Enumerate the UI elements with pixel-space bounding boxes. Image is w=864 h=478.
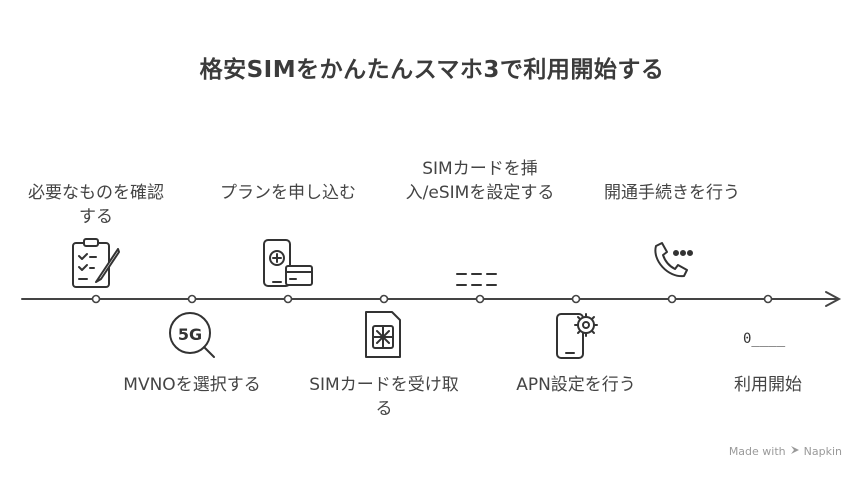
sim-card-icon <box>365 311 401 358</box>
page-title: 格安SIMをかんたんスマホ3で利用開始する <box>199 57 665 83</box>
clipboard-checklist-icon <box>72 238 120 288</box>
phone-settings-icon <box>556 313 598 359</box>
step-label-8: 利用開始 <box>734 375 802 395</box>
timeline-node-3 <box>283 294 293 304</box>
phone-card-icon <box>263 239 313 287</box>
step-label-6: APN設定を行う <box>516 375 636 395</box>
svg-text:0____: 0____ <box>743 331 786 347</box>
svg-text:5G: 5G <box>178 325 202 344</box>
step-label-3: プランを申し込む <box>220 183 356 203</box>
timeline-node-7 <box>667 294 677 304</box>
phone-call-icon <box>654 242 693 278</box>
napkin-brand: Napkin <box>803 445 842 458</box>
placeholder-text-icon: 0____ <box>743 331 786 347</box>
timeline-node-4 <box>379 294 389 304</box>
5g-search-icon: 5G <box>169 312 215 358</box>
step-label-4: SIMカードを受け取る <box>309 375 459 419</box>
timeline-node-6 <box>571 294 581 304</box>
step-label-2: MVNOを選択する <box>123 375 261 395</box>
napkin-logo-icon <box>790 445 800 458</box>
step-label-5: SIMカードを挿入/eSIMを設定する <box>405 159 555 203</box>
timeline-node-1 <box>91 294 101 304</box>
placeholder-dashes-icon <box>456 273 497 286</box>
timeline-node-8 <box>763 294 773 304</box>
step-label-1: 必要なものを確認する <box>28 183 164 227</box>
timeline-node-5 <box>475 294 485 304</box>
timeline-axis <box>21 291 842 307</box>
timeline-node-2 <box>187 294 197 304</box>
step-label-7: 開通手続きを行う <box>604 183 740 203</box>
footer-credit: Made with Napkin <box>729 445 842 458</box>
made-with-text: Made with <box>728 445 786 458</box>
